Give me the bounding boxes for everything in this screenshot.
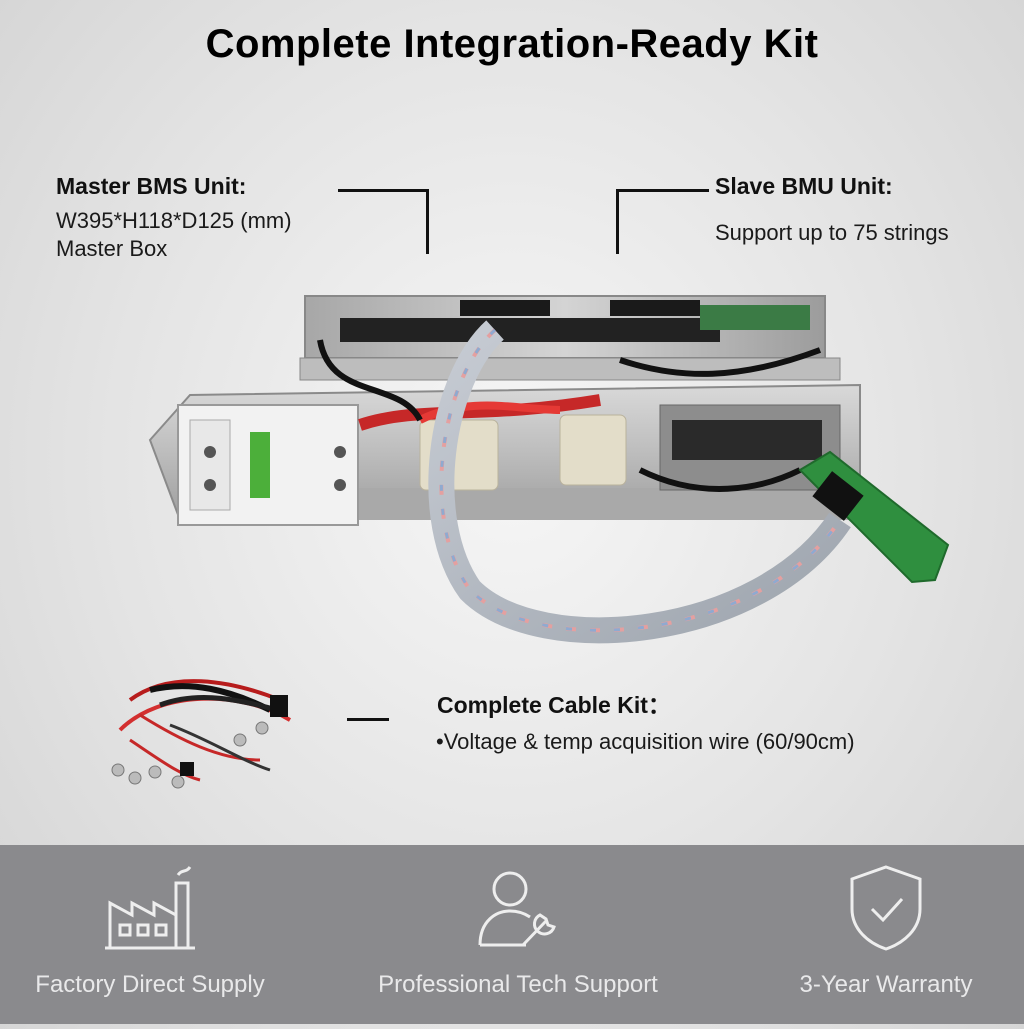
cable-kit-text: Voltage & temp acquisition wire (60/90cm… <box>443 729 855 754</box>
feature-support-label: Professional Tech Support <box>378 971 658 998</box>
master-bms-dimensions: W395*H118*D125 (mm) <box>56 208 292 233</box>
feature-bar: Factory Direct Supply Professional Tech … <box>0 845 1024 1024</box>
feature-support: Professional Tech Support <box>368 845 668 1024</box>
cable-kit-description: •Voltage & temp acquisition wire (60/90c… <box>436 728 855 756</box>
feature-factory-label: Factory Direct Supply <box>35 971 265 998</box>
shield-check-icon <box>850 865 922 951</box>
cable-kit-heading: Complete Cable Kit： <box>437 692 671 718</box>
support-person-wrench-icon <box>478 871 556 947</box>
cable-kit-photo <box>111 679 292 789</box>
master-connector-line <box>338 189 429 254</box>
master-bms-heading: Master BMS Unit: <box>56 173 247 199</box>
page-title: Complete Integration-Ready Kit <box>205 22 819 66</box>
master-bms-box: Master Box <box>56 236 168 261</box>
slave-connector-line <box>616 189 709 254</box>
slave-bmu-heading: Slave BMU Unit: <box>715 173 893 199</box>
factory-icon <box>105 866 195 950</box>
feature-warranty: 3-Year Warranty <box>736 845 1024 1024</box>
feature-factory: Factory Direct Supply <box>0 845 300 1024</box>
cable-connector-line <box>347 718 389 721</box>
feature-warranty-label: 3-Year Warranty <box>799 971 973 998</box>
slave-bmu-strings: Support up to 75 strings <box>715 220 949 245</box>
bullet: • <box>436 729 444 754</box>
